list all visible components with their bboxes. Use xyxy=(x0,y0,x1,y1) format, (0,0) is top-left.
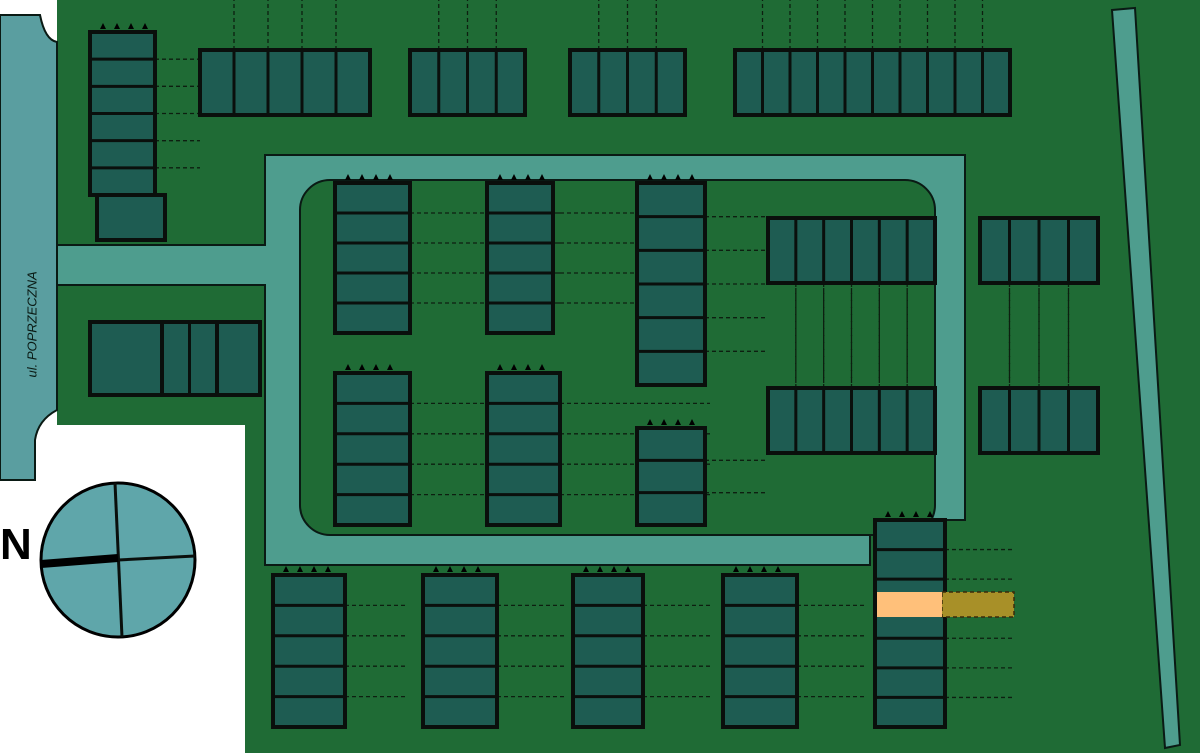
entrance-marker xyxy=(675,174,681,180)
selected-unit[interactable] xyxy=(877,591,1015,618)
entrance-marker xyxy=(447,566,453,572)
entrance-marker xyxy=(387,174,393,180)
entrance-marker xyxy=(913,511,919,517)
entrance-marker xyxy=(733,566,739,572)
entrance-marker xyxy=(927,511,933,517)
entrance-marker xyxy=(128,23,134,29)
entrance-marker xyxy=(311,566,317,572)
building-block xyxy=(333,364,412,527)
building-outline xyxy=(485,371,562,527)
building-outline xyxy=(198,48,372,117)
entrance-marker xyxy=(100,23,106,29)
building-outline xyxy=(95,193,167,242)
entrance-marker xyxy=(689,419,695,425)
entrance-marker xyxy=(297,566,303,572)
entrance-marker xyxy=(775,566,781,572)
entrance-marker xyxy=(142,23,148,29)
entrance-marker xyxy=(647,174,653,180)
entrance-marker xyxy=(475,566,481,572)
entrance-marker xyxy=(283,566,289,572)
building-block xyxy=(271,566,347,729)
entrance-marker xyxy=(373,174,379,180)
building-block xyxy=(88,320,164,397)
street-poprzeczna xyxy=(0,14,58,481)
building-block xyxy=(766,386,937,455)
entrance-marker xyxy=(461,566,467,572)
entrance-marker xyxy=(661,174,667,180)
building-outline xyxy=(873,518,947,729)
building-block xyxy=(421,566,499,729)
building-block xyxy=(635,419,707,527)
building-block xyxy=(766,216,937,285)
entrance-marker xyxy=(373,364,379,370)
north-needle xyxy=(40,554,119,568)
entrance-marker xyxy=(511,364,517,370)
building-block xyxy=(198,48,372,117)
plot-boundaries xyxy=(155,0,1070,699)
entrance-marker xyxy=(899,511,905,517)
buildings xyxy=(88,23,1100,729)
building-block xyxy=(160,320,219,397)
entrance-marker xyxy=(433,566,439,572)
building-outline xyxy=(215,320,262,397)
entrance-marker xyxy=(885,511,891,517)
entrance-marker xyxy=(525,364,531,370)
compass xyxy=(39,481,197,639)
entrance-marker xyxy=(539,174,545,180)
entrance-marker xyxy=(345,174,351,180)
building-outline xyxy=(421,573,499,729)
building-outline xyxy=(635,426,707,527)
entrance-marker xyxy=(611,566,617,572)
entrance-marker xyxy=(747,566,753,572)
building-block xyxy=(95,193,167,242)
building-block xyxy=(635,174,707,387)
entrance-marker xyxy=(359,364,365,370)
building-block xyxy=(88,23,157,197)
building-block xyxy=(568,48,687,117)
building-block xyxy=(978,386,1100,455)
building-outline xyxy=(721,573,799,729)
entrance-marker xyxy=(597,566,603,572)
building-block xyxy=(978,216,1100,285)
entrance-marker xyxy=(497,174,503,180)
building-outline xyxy=(333,371,412,527)
building-block xyxy=(733,48,1012,117)
entrance-marker xyxy=(359,174,365,180)
building-outline xyxy=(271,573,347,729)
building-block xyxy=(721,566,799,729)
entrance-marker xyxy=(647,419,653,425)
building-block xyxy=(873,511,947,729)
entrance-marker xyxy=(345,364,351,370)
entrance-marker xyxy=(387,364,393,370)
entrance-marker xyxy=(497,364,503,370)
selected-unit-plot[interactable] xyxy=(941,591,1015,618)
entrance-marker xyxy=(625,566,631,572)
building-block xyxy=(485,364,562,527)
building-outline xyxy=(333,181,412,335)
street-label: ul. POPRZECZNA xyxy=(24,271,40,378)
entrance-marker xyxy=(525,174,531,180)
entrance-marker xyxy=(114,23,120,29)
entrance-marker xyxy=(689,174,695,180)
entrance-marker xyxy=(675,419,681,425)
entrance-marker xyxy=(539,364,545,370)
building-outline xyxy=(571,573,645,729)
building-block xyxy=(408,48,527,117)
building-block xyxy=(215,320,262,397)
compass-north-label: N xyxy=(0,520,32,569)
entrance-marker xyxy=(661,419,667,425)
entrance-marker xyxy=(325,566,331,572)
building-block xyxy=(571,566,645,729)
building-block xyxy=(333,174,412,335)
building-block xyxy=(485,174,555,335)
entrance-marker xyxy=(761,566,767,572)
entrance-marker xyxy=(583,566,589,572)
entrance-marker xyxy=(511,174,517,180)
building-outline xyxy=(88,320,164,397)
selected-unit-house[interactable] xyxy=(877,592,942,617)
tree-row xyxy=(1110,6,1182,750)
building-outline xyxy=(485,181,555,335)
